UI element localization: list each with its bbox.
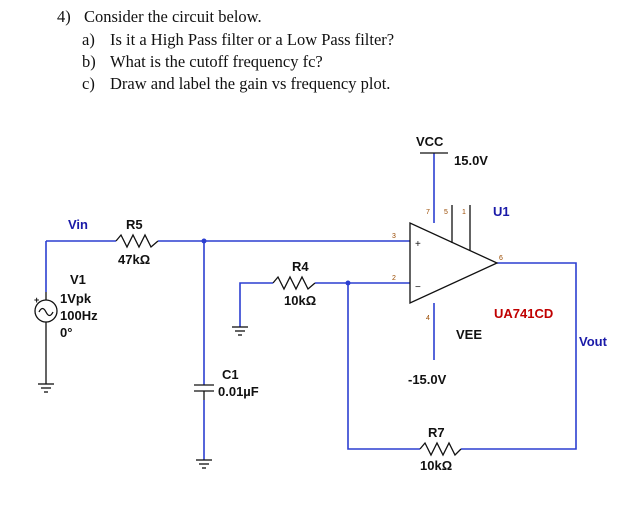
r7-resistor: [419, 441, 462, 457]
pin-number-7: 7: [426, 209, 430, 216]
r5-resistor: [115, 233, 159, 249]
v1-name: V1: [70, 272, 86, 287]
v1-phase: 0°: [60, 325, 72, 340]
v1-amplitude: 1Vpk: [60, 291, 92, 306]
pin-number-2: 2: [392, 275, 396, 282]
question-number: 4): [57, 7, 71, 26]
c1-name: C1: [222, 367, 239, 382]
pin-number-3: 3: [392, 233, 396, 240]
part-a-text: Is it a High Pass filter or a Low Pass f…: [110, 30, 395, 49]
pin-number-4: 4: [426, 315, 430, 322]
opamp-ua741: [409, 205, 499, 305]
pin-number-6: 6: [499, 255, 503, 262]
pin-number-5: 5: [444, 209, 448, 216]
c1-value: 0.01µF: [218, 384, 259, 399]
pin-number-1: 1: [462, 209, 466, 216]
wire-ground-to-r4: [239, 282, 273, 327]
v1-ac-source: +: [34, 292, 58, 384]
ground-symbol-c1: [196, 459, 212, 469]
vcc-voltage: 15.0V: [454, 153, 488, 168]
v1-frequency: 100Hz: [60, 308, 98, 323]
question-text: 4) Consider the circuit below. a) Is it …: [0, 0, 624, 110]
wire-inv-to-r7: [347, 283, 420, 450]
r7-value: 10kΩ: [420, 458, 452, 473]
r4-value: 10kΩ: [284, 293, 316, 308]
ground-symbol-r4: [232, 326, 248, 336]
r5-name: R5: [126, 217, 143, 232]
ground-symbol-v1: [38, 383, 54, 393]
junction-dot: [201, 238, 207, 244]
question-stem: Consider the circuit below.: [84, 7, 262, 26]
wire-r7-to-output: [461, 262, 577, 450]
opamp-plus-sign: +: [415, 239, 421, 250]
opamp-refdes: U1: [493, 204, 510, 219]
c1-capacitor: [194, 384, 214, 400]
junction-dot: [345, 280, 351, 286]
part-b-text: What is the cutoff frequency fc?: [110, 52, 323, 71]
opamp-triangle: [409, 221, 499, 305]
vee-voltage: -15.0V: [408, 372, 447, 387]
vee-label: VEE: [456, 327, 482, 342]
r7-name: R7: [428, 425, 445, 440]
wires: [45, 153, 577, 460]
vcc-label: VCC: [416, 134, 444, 149]
opamp-minus-sign: −: [415, 282, 421, 293]
vin-label: Vin: [68, 217, 88, 232]
r4-resistor: [272, 275, 316, 291]
vout-label: Vout: [579, 334, 608, 349]
part-c-letter: c): [82, 74, 95, 93]
v1-plus-sign: +: [34, 295, 39, 305]
part-b-letter: b): [82, 52, 96, 71]
opamp-part-name: UA741CD: [494, 306, 553, 321]
part-a-letter: a): [82, 30, 95, 49]
r4-name: R4: [292, 259, 309, 274]
part-c-text: Draw and label the gain vs frequency plo…: [110, 74, 391, 93]
r5-value: 47kΩ: [118, 252, 150, 267]
